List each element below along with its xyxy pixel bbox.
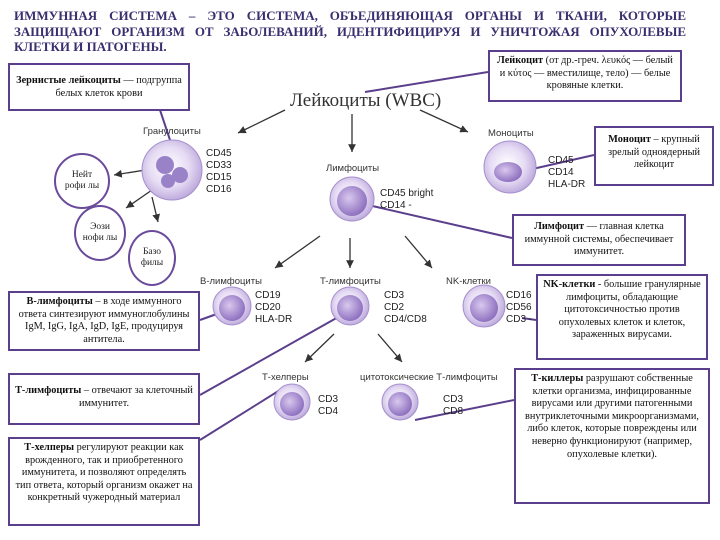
note-granular-text: — подгруппа белых клеток крови [55, 75, 182, 99]
note-t-helpers: Т-хелперы регулируют реакции как врожден… [8, 437, 200, 526]
note-nk-text: - большие гранулярные лимфоциты, обладаю… [558, 279, 701, 341]
leader-t-lymph [199, 315, 341, 396]
leader-lines [159, 71, 595, 441]
basophils-text: Базо филы [140, 247, 164, 268]
note-b-lymph: В-лимфоциты – в ходе иммунного ответа си… [8, 291, 200, 351]
neutrophils-text: Нейт рофи лы [64, 170, 100, 191]
basophils-oval: Базо филы [128, 230, 176, 286]
note-t-killers-term: Т-киллеры [531, 373, 584, 384]
arrow-to-granulocytes [237, 109, 286, 134]
note-t-lymph: Т-лимфоциты – отвечают за клеточный имму… [8, 373, 200, 425]
note-t-killers-text: разрушают собственные клетки организма, … [525, 373, 699, 460]
leader-t-helpers [199, 389, 281, 441]
t-cell [330, 286, 370, 326]
cytotoxic-label: цитотоксические Т-лимфоциты [360, 372, 498, 383]
granulocytes-markers: CD45 CD33 CD15 CD16 [206, 148, 232, 195]
note-nk: NK-клетки - большие гранулярные лимфоцит… [536, 274, 708, 360]
neutrophils-oval: Нейт рофи лы [54, 153, 110, 209]
arrow-to-eosinophils [125, 189, 153, 209]
lymphocyte-cell [329, 176, 375, 222]
note-monocyte-text: – крупный зрелый одноядерный лейкоцит [607, 134, 701, 171]
leader-nk [521, 317, 537, 321]
lymphocytes-label: Лимфоциты [326, 163, 380, 174]
monocytes-label: Моноциты [488, 128, 534, 139]
note-lymphocyte: Лимфоцит — главная клетка иммунной систе… [512, 214, 686, 266]
note-nk-term: NK-клетки [543, 279, 596, 290]
arrow-to-b-cells [274, 235, 321, 269]
leader-lymphocyte [367, 204, 513, 239]
leader-leukocyte [364, 71, 489, 93]
leader-t-killers [414, 399, 515, 421]
b-cells-markers: CD19 CD20 HLA-DR [255, 290, 293, 325]
t-helpers-label: Т-хелперы [262, 372, 309, 383]
granulocyte-cell [141, 139, 203, 201]
note-b-lymph-term: В-лимфоциты [26, 296, 93, 307]
lymphocytes-markers: CD45 bright CD14 - [380, 188, 434, 211]
note-granular: Зернистые лейкоциты — подгруппа белых кл… [8, 63, 190, 111]
note-monocyte: Моноцит – крупный зрелый одноядерный лей… [594, 126, 714, 186]
arrow-to-cytotoxic [377, 333, 403, 363]
note-lymphocyte-term: Лимфоцит [534, 221, 585, 232]
granulocytes-label: Гранулоциты [143, 126, 201, 137]
diagram-header: Лейкоциты (WBC) [290, 90, 442, 111]
eosinophils-oval: Эози нофи лы [74, 205, 126, 261]
leader-monocyte [527, 154, 595, 171]
note-t-lymph-term: Т-лимфоциты [15, 385, 82, 396]
arrow-to-monocytes [419, 109, 469, 133]
b-cell [212, 286, 252, 326]
arrow-to-nk-cells [404, 235, 433, 269]
note-t-killers: Т-киллеры разрушают собственные клетки о… [514, 368, 710, 504]
note-leukocyte-term: Лейкоцит [497, 55, 544, 66]
monocytes-markers: CD45 CD14 HLA-DR [548, 155, 586, 190]
nk-cells-markers: CD16 CD56 CD3 - [506, 290, 533, 325]
t-helper-cell [273, 383, 311, 421]
monocyte-cell [483, 140, 537, 194]
cytotoxic-markers: CD3 CD8 [443, 394, 464, 417]
t-cells-markers: CD3 CD2 CD4/CD8 [384, 290, 427, 325]
note-granular-term: Зернистые лейкоциты [16, 75, 121, 86]
note-b-lymph-text: – в ходе иммунного ответа синтезируют им… [18, 296, 190, 345]
t-helpers-markers: CD3 CD4 [318, 394, 339, 417]
note-monocyte-term: Моноцит [608, 134, 651, 145]
page-title: ИММУННАЯ СИСТЕМА – ЭТО СИСТЕМА, ОБЪЕДИНЯ… [14, 8, 686, 54]
cytotoxic-t-cell [381, 383, 419, 421]
nk-cell [462, 284, 506, 328]
eosinophils-text: Эози нофи лы [82, 222, 118, 243]
note-leukocyte: Лейкоцит (от др.-греч. λευκός — белый и … [488, 50, 682, 102]
arrow-to-basophils [151, 196, 160, 223]
note-lymphocyte-text: — главная клетка иммунной системы, обесп… [524, 221, 674, 258]
nk-cells-label: NK-клетки [446, 276, 491, 287]
note-leukocyte-text: (от др.-греч. λευκός — белый и κύτος — в… [499, 55, 673, 92]
t-cells-label: T-лимфоциты [320, 276, 381, 287]
note-t-lymph-text: – отвечают за клеточный иммунитет. [78, 385, 193, 409]
note-t-helpers-term: Т-хелперы [24, 442, 75, 453]
arrow-to-t-helpers [304, 333, 335, 363]
flow-arrows [113, 109, 469, 363]
b-cells-label: B-лимфоциты [200, 276, 262, 287]
note-t-helpers-text: регулируют реакции как врожденного, так … [15, 442, 193, 504]
